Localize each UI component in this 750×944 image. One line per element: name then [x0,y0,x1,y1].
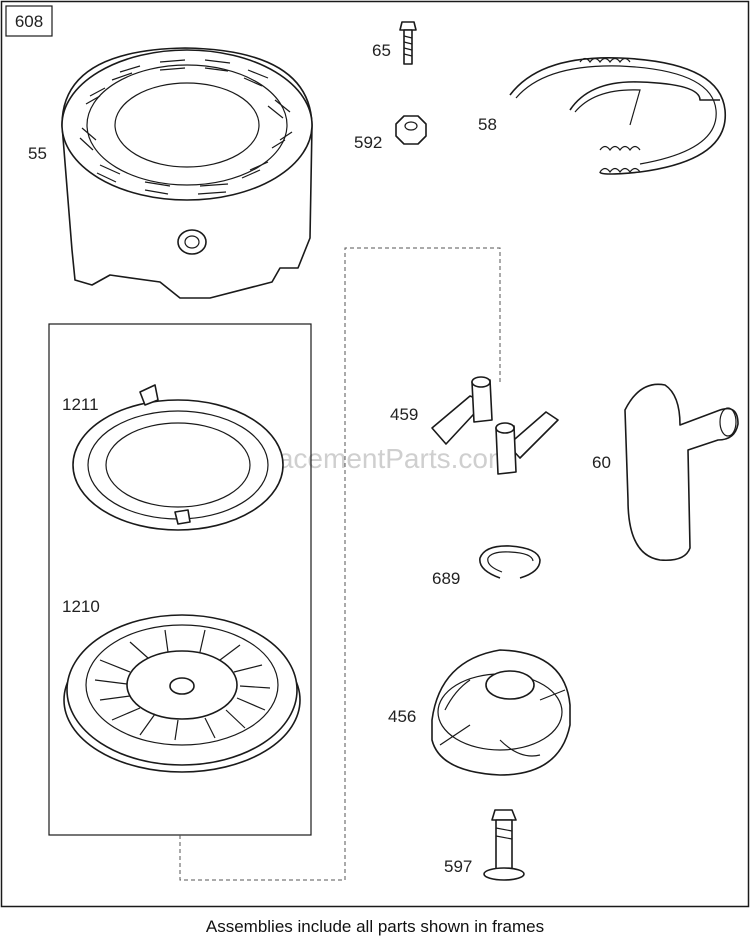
callout-55: 55 [28,144,47,163]
callout-60: 60 [592,453,611,472]
part-459-pawls[interactable] [431,376,559,475]
frame-caption: Assemblies include all parts shown in fr… [206,917,544,936]
callout-1210: 1210 [62,597,100,616]
callout-592: 592 [354,133,382,152]
callout-689: 689 [432,569,460,588]
callout-456: 456 [388,707,416,726]
part-597-screw[interactable] [483,809,525,881]
part-689-retainer-ring[interactable] [479,545,541,579]
assembly-connector-dashed [179,247,501,881]
part-60-starter-handle[interactable] [624,383,739,562]
part-1211-recoil-spring[interactable] [72,384,284,531]
diagram-frame [0,0,750,908]
callout-58: 58 [478,115,497,134]
callout-65: 65 [372,41,391,60]
callout-1211: 1211 [62,395,99,414]
part-58-starter-rope[interactable] [509,56,726,175]
part-592-nut[interactable] [395,115,427,145]
diagram-id: 608 [15,12,43,31]
diagram-id-box: 608 [5,5,53,37]
part-1210-pulley[interactable] [63,614,301,773]
part-456-ratchet-cam[interactable] [431,649,571,776]
callout-597: 597 [444,857,472,876]
part-65-screw[interactable] [399,21,417,65]
callout-459: 459 [390,405,418,424]
part-55-blower-housing[interactable] [61,47,313,299]
